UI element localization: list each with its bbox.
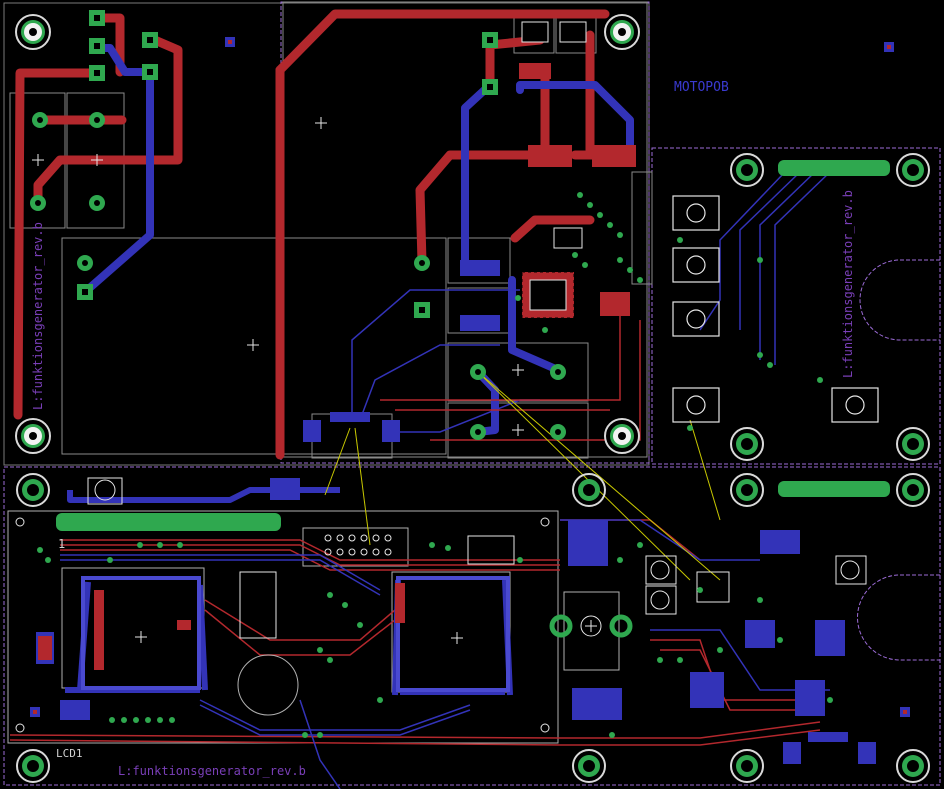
trimmer-lower — [87, 477, 867, 615]
motor-traces — [699, 171, 831, 365]
lcd-corner-marks — [15, 517, 550, 733]
smd-lower-red — [38, 583, 405, 670]
silk-rev-right: L:funktionsgenerator_rev.b — [841, 190, 855, 378]
smd-lower — [36, 478, 845, 720]
ic-qfp-right — [396, 576, 510, 692]
silk-rev-bottom: L:funktionsgenerator_rev.b — [118, 764, 306, 778]
round-component — [237, 654, 299, 716]
ribbon-header — [239, 534, 515, 639]
board-outline-lower — [3, 466, 941, 786]
smd-upper — [460, 21, 636, 331]
board-outline-motor — [651, 147, 941, 465]
pin-header-motor-top — [778, 160, 890, 497]
top-copper-lower — [9, 519, 821, 746]
top-copper-upper — [13, 9, 625, 460]
fiducial-markers — [30, 37, 910, 717]
pin-header-lower — [56, 513, 281, 531]
motor-label: МОТОРОВ — [674, 80, 729, 95]
thin-red-upper — [380, 300, 641, 441]
big-pads-lower — [549, 614, 633, 638]
connector-pads — [303, 412, 876, 764]
pin-one-label: 1 — [58, 537, 65, 551]
pushbutton-motor — [672, 195, 879, 423]
silk-rev-left: L:funktionsgenerator_rev.b — [31, 222, 45, 410]
lcd-ref-label: LCD1 — [56, 747, 83, 760]
airwires — [324, 371, 721, 581]
